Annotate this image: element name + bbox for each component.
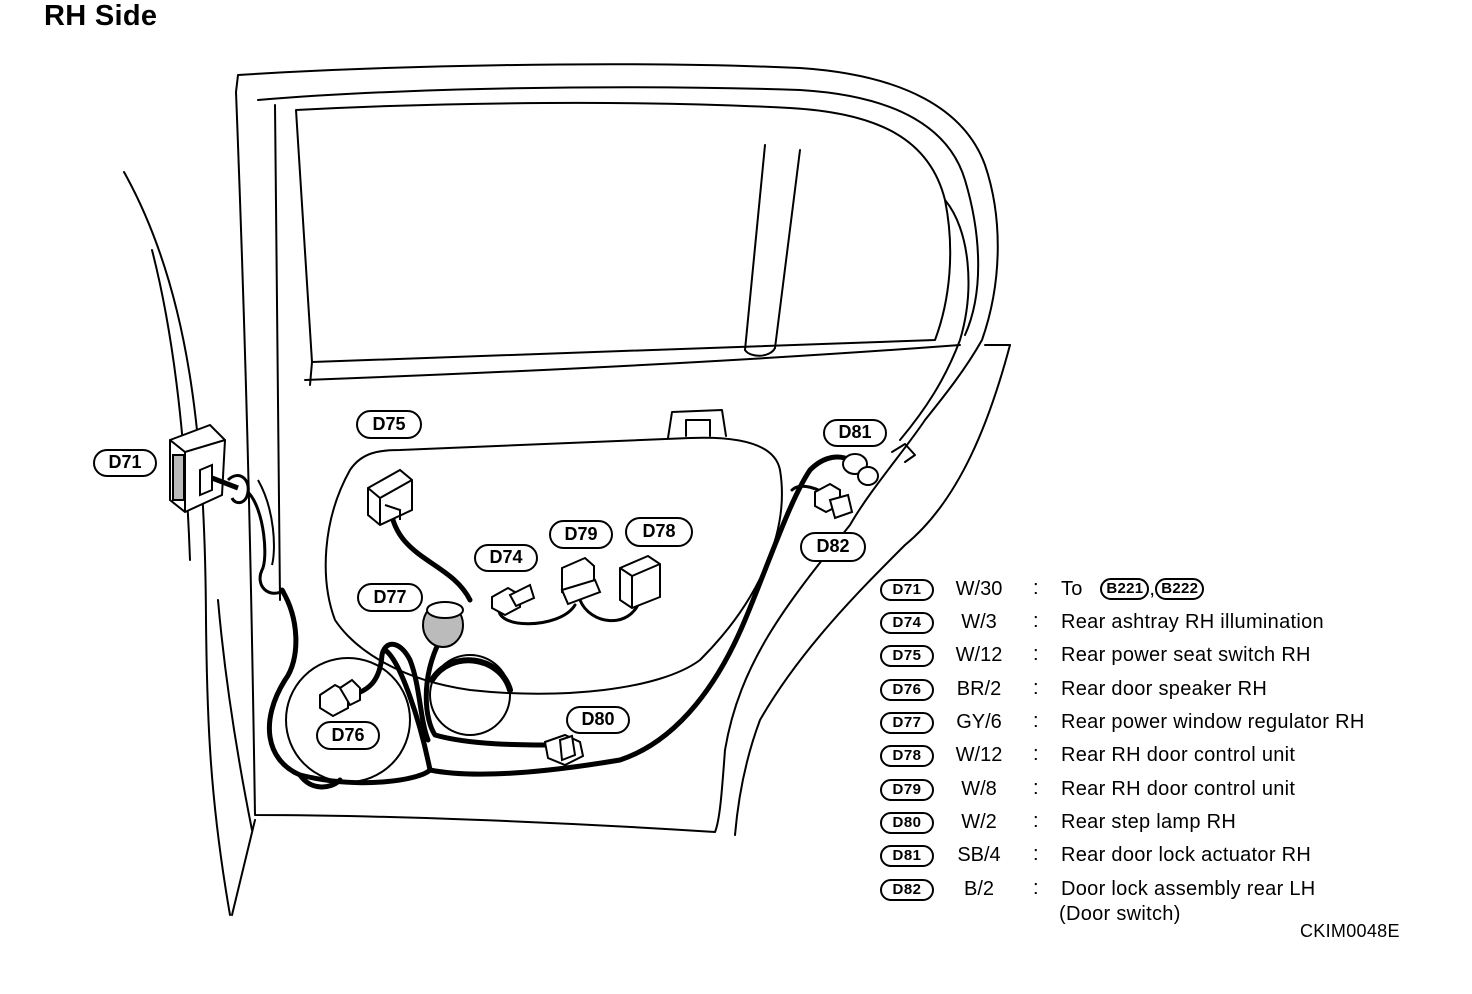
legend-row: D82 B/2 : Door lock assembly rear LH (Do… [880,875,1440,935]
callout-d74: D74 [474,544,538,572]
legend-colon: : [1033,677,1039,699]
legend-row: D81 SB/4 : Rear door lock actuator RH [880,841,1440,871]
legend-wire: W/12 [955,644,1003,666]
legend-desc-line2: (Door switch) [1059,903,1181,925]
legend-colon: : [1033,610,1039,632]
legend-wire: W/2 [961,811,997,833]
legend-row: D79 W/8 : Rear RH door control unit [880,775,1440,805]
legend-code: D77 [880,712,934,734]
callout-d80: D80 [566,706,630,734]
legend-row: D77 GY/6 : Rear power window regulator R… [880,708,1440,738]
legend-desc: Rear step lamp RH [1061,811,1237,833]
legend-colon: : [1033,643,1039,665]
legend-code: D80 [880,812,934,834]
legend-code: D82 [880,879,934,901]
legend-code: D79 [880,779,934,801]
legend-desc: Rear RH door control unit [1061,744,1296,766]
legend-code: D76 [880,679,934,701]
callout-d82: D82 [800,532,866,562]
legend-colon: : [1033,810,1039,832]
legend-wire: B/2 [963,878,995,900]
legend-row: D78 W/12 : Rear RH door control unit [880,741,1440,771]
legend-colon: : [1033,577,1039,599]
legend-code: D81 [880,845,934,867]
legend-desc-prefix: To [1061,578,1083,600]
legend-colon: : [1033,743,1039,765]
legend-wire: GY/6 [956,711,1002,733]
legend-row: D75 W/12 : Rear power seat switch RH [880,641,1440,671]
callout-d78: D78 [625,517,693,547]
legend-code: D78 [880,745,934,767]
legend-colon: : [1033,777,1039,799]
legend-desc: Rear door lock actuator RH [1061,844,1312,866]
legend-wire: BR/2 [956,678,1002,700]
legend-wire: W/12 [955,744,1003,766]
legend-desc: Door lock assembly rear LH [1061,878,1316,900]
legend-code: D74 [880,612,934,634]
legend-row: D71 W/30 : To B221,B222 [880,575,1440,605]
legend-colon: : [1033,710,1039,732]
callout-d71: D71 [93,449,157,477]
legend-desc: Rear door speaker RH [1061,678,1268,700]
callout-d79: D79 [549,520,613,549]
legend-wire: W/8 [961,778,997,800]
legend-desc: To B221,B222 [1061,578,1205,601]
callout-d77: D77 [357,583,423,612]
legend-code: D75 [880,645,934,667]
legend-wire: W/30 [955,578,1003,600]
callout-d75: D75 [356,410,422,439]
legend-wire: W/3 [961,611,997,633]
callout-d81: D81 [823,419,887,447]
page-title: RH Side [44,0,158,32]
legend-desc: Rear power seat switch RH [1061,644,1311,666]
legend-colon: : [1033,877,1039,899]
legend-colon: : [1033,843,1039,865]
ref-badge: B222 [1155,578,1205,600]
legend-desc: Rear ashtray RH illumination [1061,611,1324,633]
diagram-code: CKIM0048E [1300,921,1400,941]
legend-row: D80 W/2 : Rear step lamp RH [880,808,1440,838]
legend-row: D74 W/3 : Rear ashtray RH illumination [880,608,1440,638]
ref-separator: , [1149,578,1156,600]
callout-d76: D76 [316,721,380,750]
legend-code: D71 [880,579,934,601]
legend-desc: Rear RH door control unit [1061,778,1296,800]
legend-row: D76 BR/2 : Rear door speaker RH [880,675,1440,705]
legend-desc: Rear power window regulator RH [1061,711,1365,733]
ref-badge: B221 [1100,578,1150,600]
legend-wire: SB/4 [957,844,1001,866]
